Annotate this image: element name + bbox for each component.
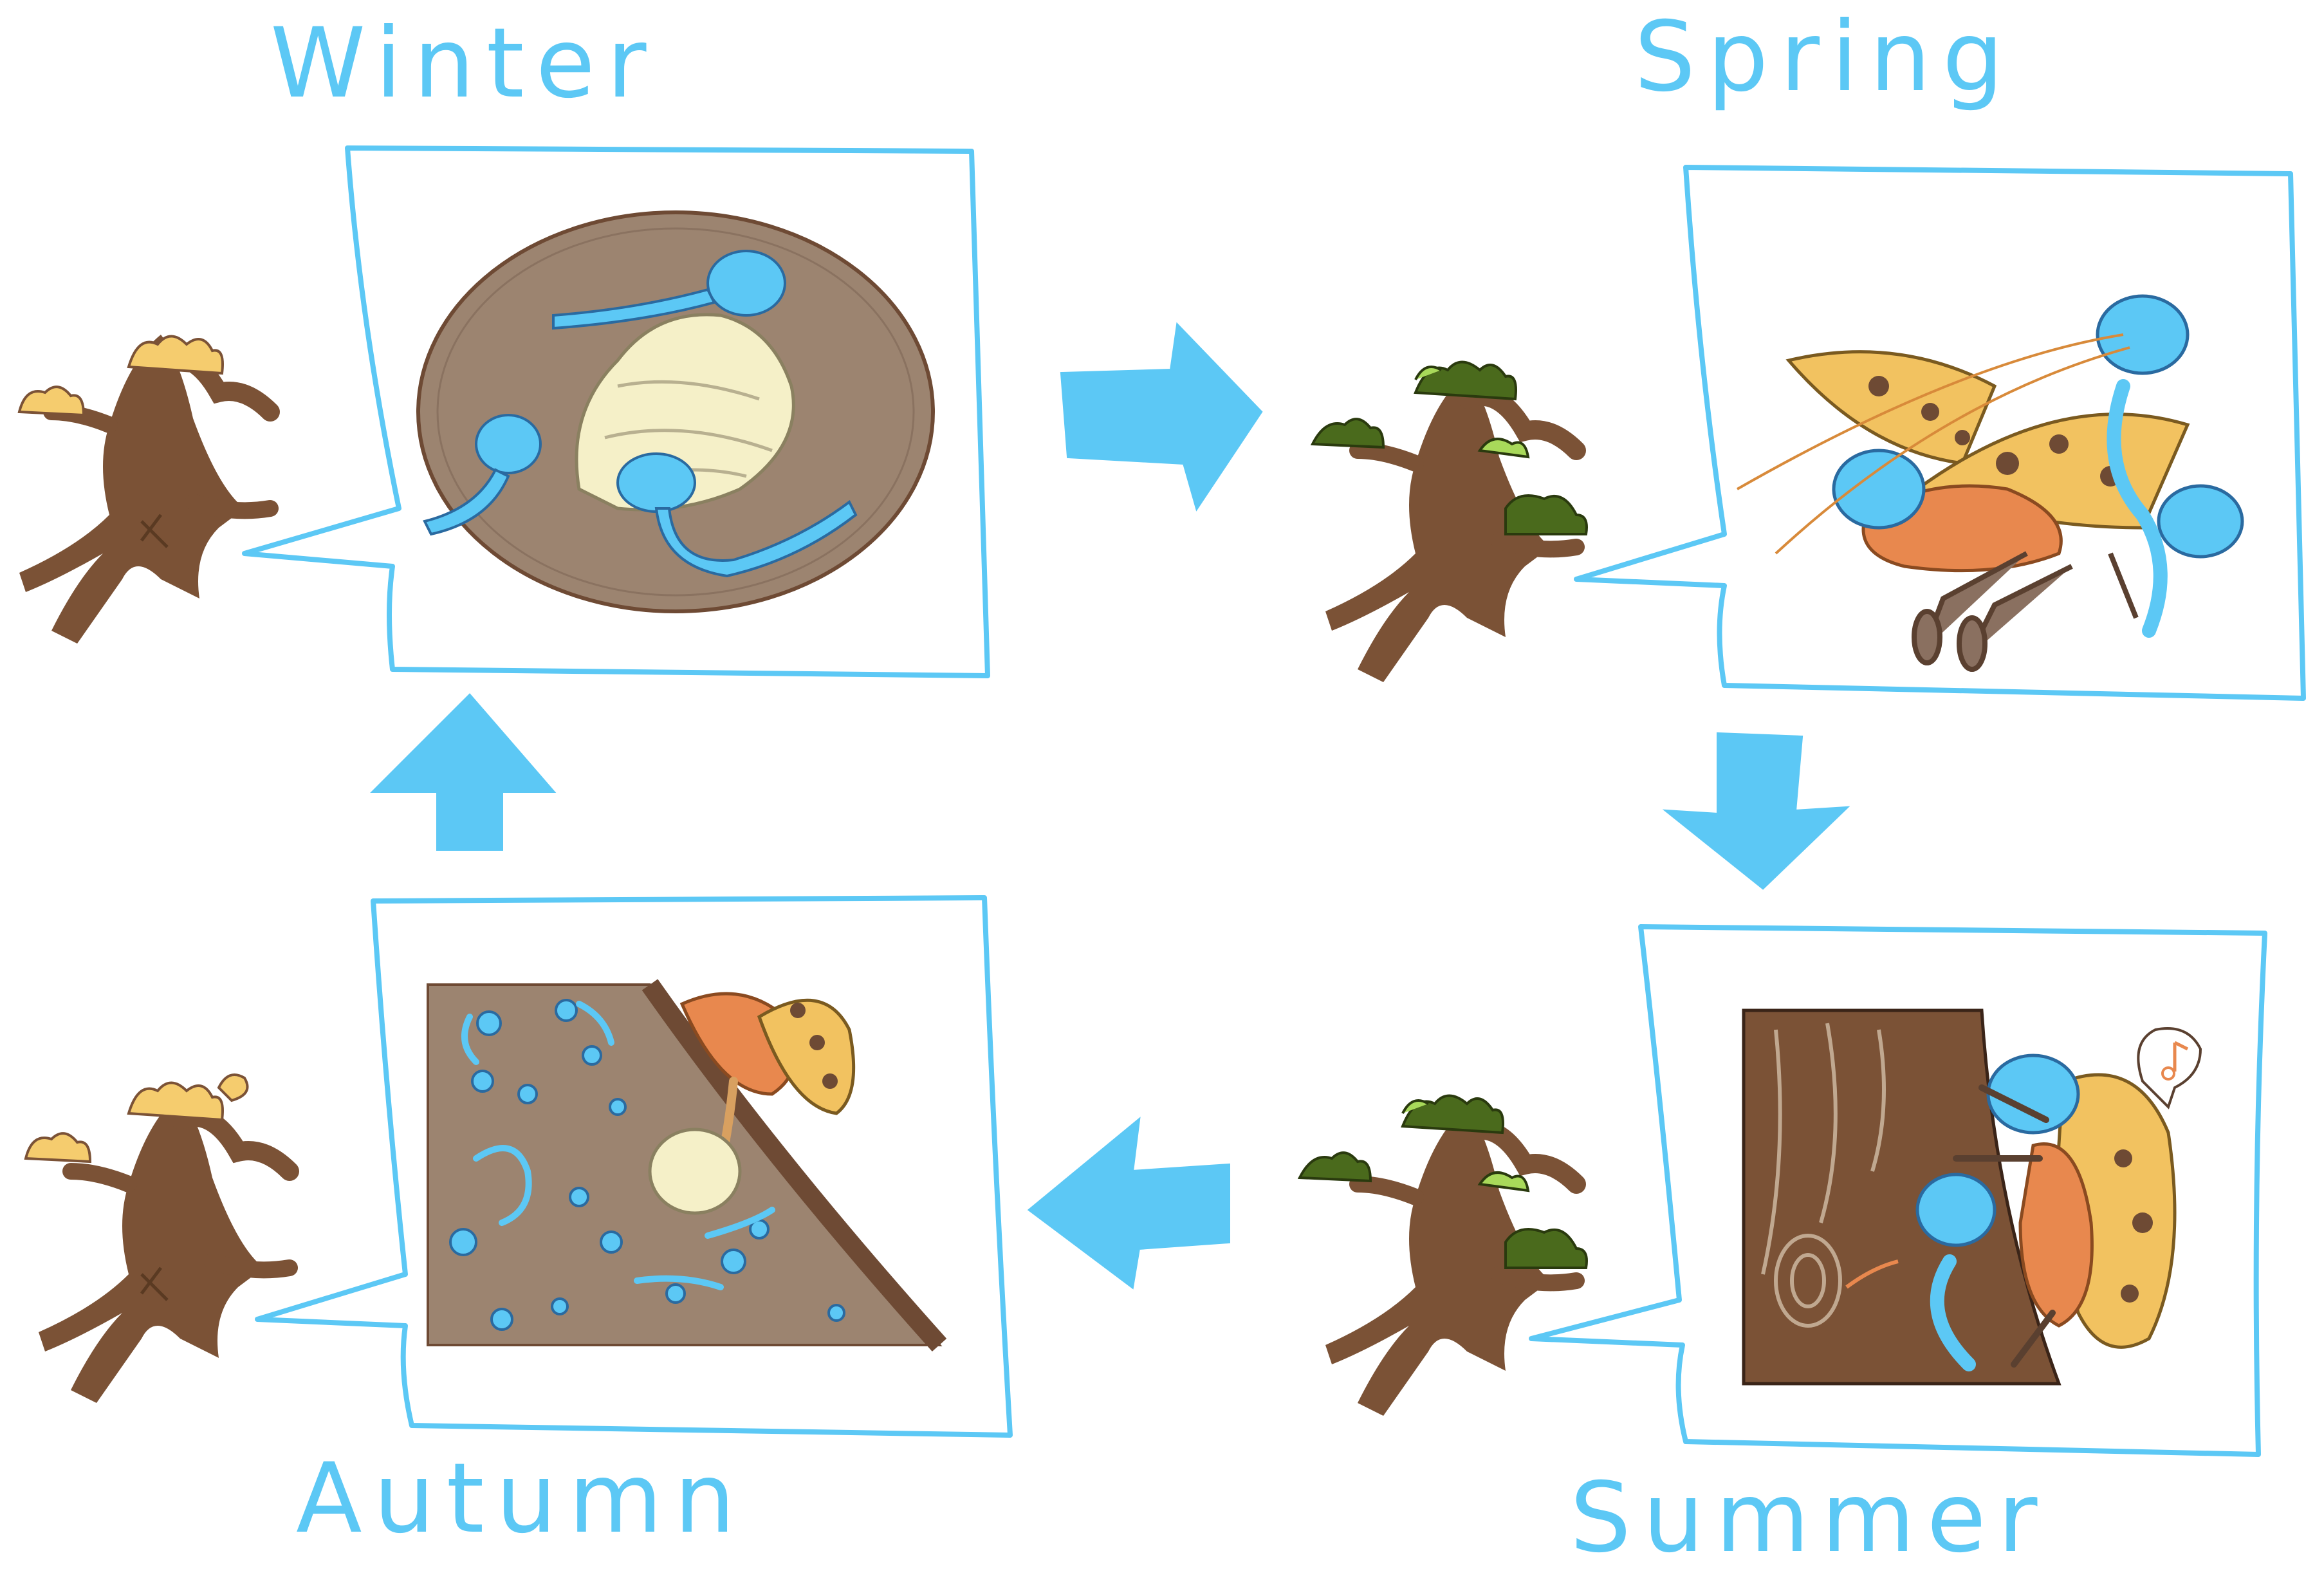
spring-label: Spring — [1634, 1, 2015, 113]
hatchlings — [449, 999, 845, 1331]
spring-scene-emerging-cicada — [1737, 294, 2244, 672]
arrow-summer-to-autumn — [1027, 1117, 1230, 1290]
larvae — [423, 250, 858, 578]
winter-label: Winter — [270, 8, 658, 120]
summer-section: Summer — [1297, 924, 2267, 1569]
arrow-autumn-to-winter — [370, 693, 557, 851]
summer-tree-icon — [1297, 1094, 1588, 1416]
spring-tree-icon — [1310, 360, 1588, 682]
spring-section: Spring — [1310, 1, 2306, 701]
music-note-icon — [2137, 1027, 2202, 1109]
arrow-spring-to-summer — [1662, 732, 1850, 890]
autumn-tree-icon — [24, 1073, 299, 1403]
autumn-label: Autumn — [296, 1443, 747, 1555]
autumn-section: Autumn — [24, 895, 1013, 1555]
winter-tree-icon — [17, 335, 280, 644]
winter-scene — [416, 210, 935, 613]
summer-scene-singing-cicada — [1742, 1008, 2202, 1386]
arrow-winter-to-spring — [1060, 322, 1263, 512]
winter-section: Winter — [17, 8, 990, 678]
summer-label: Summer — [1570, 1462, 2049, 1569]
autumn-scene-egg-laying — [427, 979, 947, 1352]
